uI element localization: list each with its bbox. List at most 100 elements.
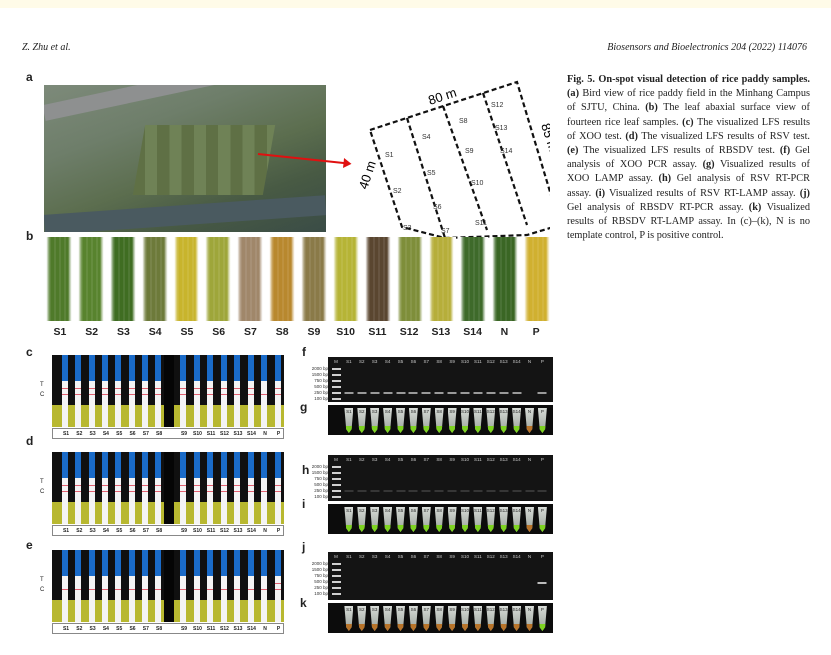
- lfs-sample-label: S8: [156, 626, 163, 632]
- dimension-top: 80 m: [426, 85, 458, 108]
- leaf-label: S6: [212, 326, 226, 338]
- ladder-band: [332, 484, 341, 486]
- strip-handle: [207, 550, 213, 576]
- leaf-label: S7: [243, 326, 257, 338]
- ladder-band: [332, 490, 341, 492]
- panel-label-c: c: [26, 345, 33, 359]
- reaction-tube: [499, 408, 509, 433]
- test-strip: [274, 452, 281, 524]
- caption-part-text: The visualized LFS results of RSV test.: [637, 130, 810, 142]
- lfs-sample-label: S5: [116, 528, 123, 534]
- control-line: [193, 589, 200, 590]
- strip-handle: [155, 550, 162, 576]
- test-strip: [220, 355, 227, 427]
- test-strip: [88, 550, 95, 622]
- strip-handle: [75, 550, 82, 576]
- tube-liquid: [537, 525, 547, 532]
- ladder-size-label: 1500 bp: [311, 567, 328, 572]
- gel-lane-label: S7: [423, 457, 430, 462]
- test-line: [115, 485, 122, 486]
- sample-site-label: S14: [500, 148, 513, 155]
- strip-handle: [88, 355, 95, 381]
- strip-handle: [155, 452, 162, 478]
- panel-label-e: e: [26, 538, 33, 552]
- leaf-photo: [490, 237, 521, 321]
- tube-liquid: [473, 426, 483, 433]
- lfs-sample-label: S1: [62, 626, 70, 632]
- leaf-photo: [458, 237, 489, 321]
- lfs-sample-label: S10: [193, 626, 202, 632]
- test-strip: [193, 550, 200, 622]
- tube-liquid: [370, 525, 380, 532]
- control-line: [180, 491, 186, 492]
- tube-liquid: [434, 525, 444, 532]
- reaction-tube: [396, 606, 405, 631]
- test-strip: [75, 550, 82, 622]
- gel-lane-label: S14: [512, 554, 521, 559]
- reaction-tube: [499, 507, 509, 532]
- amplicon-band: [396, 490, 405, 492]
- test-strip: [141, 550, 148, 622]
- control-line: [261, 589, 267, 590]
- gel-lane-label: P: [540, 359, 544, 364]
- reaction-tube: [408, 606, 418, 631]
- control-line: [62, 491, 68, 492]
- sample-site-label: S3: [403, 225, 412, 232]
- reaction-tube: [537, 606, 547, 631]
- lfs-sample-label: S8: [156, 431, 163, 437]
- caption-part-text: Gel analysis of RBSDV RT-PCR assay.: [567, 201, 749, 213]
- tube-liquid: [486, 426, 496, 433]
- test-strip: [220, 550, 227, 622]
- test-strip: [75, 452, 82, 524]
- gel-lane-label: S2: [359, 554, 365, 559]
- sample-site-label: S9: [465, 148, 474, 155]
- reaction-tube: [370, 606, 380, 631]
- gel-lane-label: S9: [449, 554, 455, 559]
- lfs-sample-label: S11: [206, 528, 216, 534]
- tube-liquid: [370, 624, 380, 631]
- tube-label: N: [527, 607, 532, 612]
- strip-handle: [62, 452, 68, 478]
- lfs-sample-label: S3: [89, 528, 96, 534]
- leaf-label: S10: [336, 326, 355, 338]
- test-strip: [88, 355, 95, 427]
- ladder-size-label: 2000 bp: [311, 366, 328, 371]
- ladder-band: [332, 496, 341, 498]
- strip-handle: [220, 550, 227, 576]
- tube-liquid: [447, 624, 457, 631]
- reaction-tube: [357, 507, 367, 532]
- lfs-sample-label: S12: [220, 431, 229, 437]
- panel-label-f: f: [302, 345, 306, 359]
- lfs-sample-label: S11: [206, 431, 216, 437]
- gel-lane-label: S6: [410, 457, 417, 462]
- gel-lane-label: S13: [499, 457, 508, 462]
- gel-lane-label: S5: [397, 359, 404, 364]
- lfs-sample-label: S6: [129, 431, 136, 437]
- tube-label: S5: [397, 409, 404, 414]
- leaf-label: S1: [53, 326, 67, 338]
- leaf-label: S5: [180, 326, 194, 338]
- page-top-band: [0, 0, 831, 8]
- sample-site-label: S13: [495, 125, 508, 132]
- tube-label: S13: [499, 409, 508, 414]
- amplicon-band: [499, 392, 509, 394]
- strip-handle: [234, 550, 240, 576]
- aerial-photo: [44, 85, 326, 232]
- reaction-tube: [421, 408, 431, 433]
- control-line: [220, 491, 227, 492]
- tube-liquid: [383, 525, 393, 532]
- leaf-label: S4: [148, 326, 162, 338]
- tube-liquid: [421, 426, 431, 433]
- control-line: [247, 491, 254, 492]
- ladder-band: [332, 392, 341, 394]
- gel-lane-label: S8: [436, 359, 442, 364]
- test-line: [180, 485, 186, 486]
- ladder-band: [332, 587, 341, 589]
- caption-part-text: The visualized LFS results of XOO test.: [567, 116, 810, 142]
- tube-liquid: [357, 525, 367, 532]
- control-line: [88, 394, 95, 395]
- test-line: [247, 485, 254, 486]
- strip-handle: [115, 550, 122, 576]
- tube-label: S3: [371, 508, 378, 513]
- caption-part-text: Visualized results of XOO LAMP assay.: [567, 159, 810, 185]
